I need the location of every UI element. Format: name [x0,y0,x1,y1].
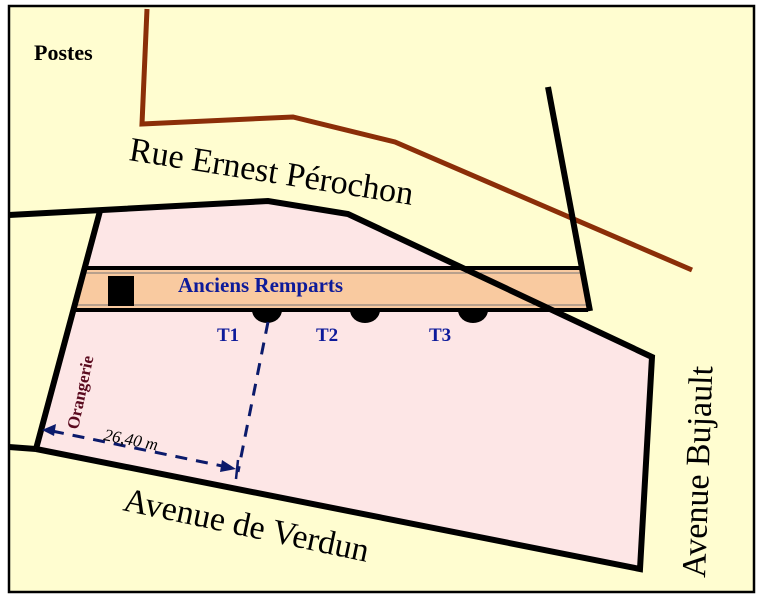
arrow-left-icon [42,424,56,436]
old-street-line [139,8,693,273]
label-avenue-bujault: Avenue Bujault [676,365,720,579]
boundary-lines [8,86,656,573]
building-block [108,276,134,306]
label-tower-t2: T2 [316,325,338,346]
tower-t3-marker [458,310,488,323]
tower-t1-marker [252,310,282,323]
t1-perpendicular [236,321,270,473]
dimension-lines [51,321,270,473]
tower-t2-marker [350,310,380,323]
label-tower-t1: T1 [217,325,239,346]
tower-markers [252,310,488,323]
dimension-line [51,429,233,470]
remparts-band [76,268,588,310]
bujault-line [545,86,593,312]
verdun-west-line [8,444,37,452]
label-postes: Postes [34,40,93,65]
orangerie-boundary [33,210,103,450]
label-tower-t3: T3 [429,325,451,346]
arrow-right-icon [220,460,236,472]
label-anciens-remparts: Anciens Remparts [178,273,343,297]
parcel-boundary [8,197,656,573]
